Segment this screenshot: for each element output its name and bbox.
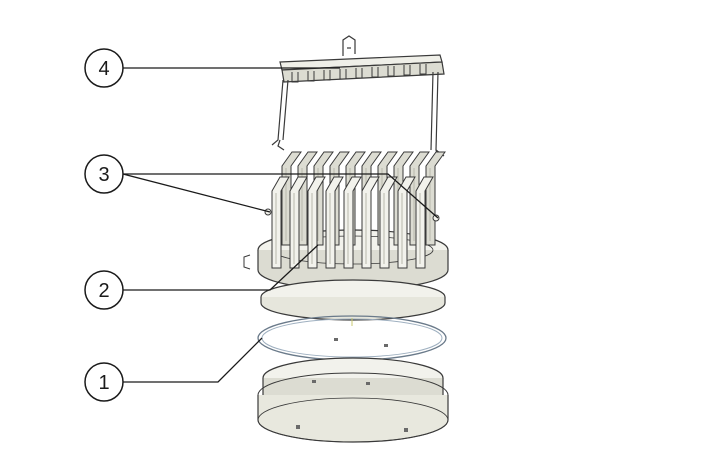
leader-3a: [122, 173, 271, 213]
callout-3-label: 3: [98, 164, 109, 186]
callout-1: 1: [84, 362, 124, 402]
rack-plate: [425, 151, 446, 246]
lid-disc: [260, 279, 446, 321]
locating-pin: [432, 214, 440, 222]
bracket-teeth: [291, 64, 427, 83]
callout-1-label: 1: [98, 372, 109, 394]
leader-1: [123, 337, 263, 383]
callout-2-label: 2: [98, 280, 109, 302]
callout-2: 2: [84, 270, 124, 310]
leader-2: [123, 244, 319, 291]
callout-4-label: 4: [98, 58, 109, 80]
leader-3b: [123, 173, 439, 219]
callout-4: 4: [84, 48, 124, 88]
rack-plate: [297, 151, 318, 246]
base-housing: [257, 357, 449, 443]
leader-lines: [122, 67, 439, 383]
top-bracket-part: [271, 35, 445, 160]
rack-plates: [264, 151, 446, 269]
callout-3: 3: [84, 154, 124, 194]
seal-ring: [257, 315, 447, 361]
rack-plate: [313, 151, 334, 246]
